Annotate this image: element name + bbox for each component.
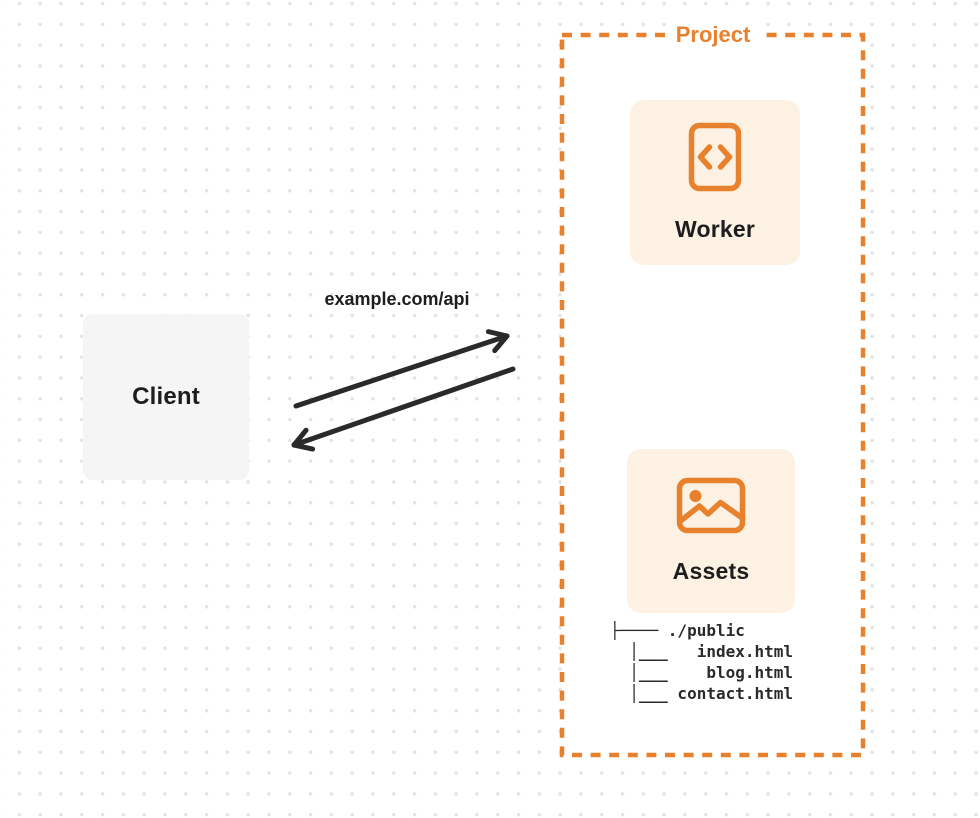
file-tree: ├──── ./public │___ index.html │___ blog…	[610, 620, 793, 704]
node-worker: Worker	[630, 100, 800, 265]
arrow-request	[293, 329, 510, 409]
arrow-response	[291, 366, 516, 452]
node-assets: Assets	[627, 449, 795, 613]
node-client: Client	[83, 314, 249, 480]
node-client-label: Client	[132, 383, 200, 410]
image-icon	[676, 477, 746, 534]
project-group-label: Project	[666, 21, 760, 49]
file-tree-line-public: ├──── ./public	[610, 621, 745, 640]
file-tree-line-blog: │___ blog.html	[610, 663, 794, 682]
node-assets-label: Assets	[672, 558, 750, 584]
file-tree-line-index: │___ index.html	[610, 642, 794, 661]
file-tree-line-contact: │___ contact.html	[610, 684, 794, 703]
node-worker-label: Worker	[674, 216, 756, 242]
code-file-icon	[688, 122, 742, 192]
connection-label: example.com/api	[324, 289, 470, 309]
